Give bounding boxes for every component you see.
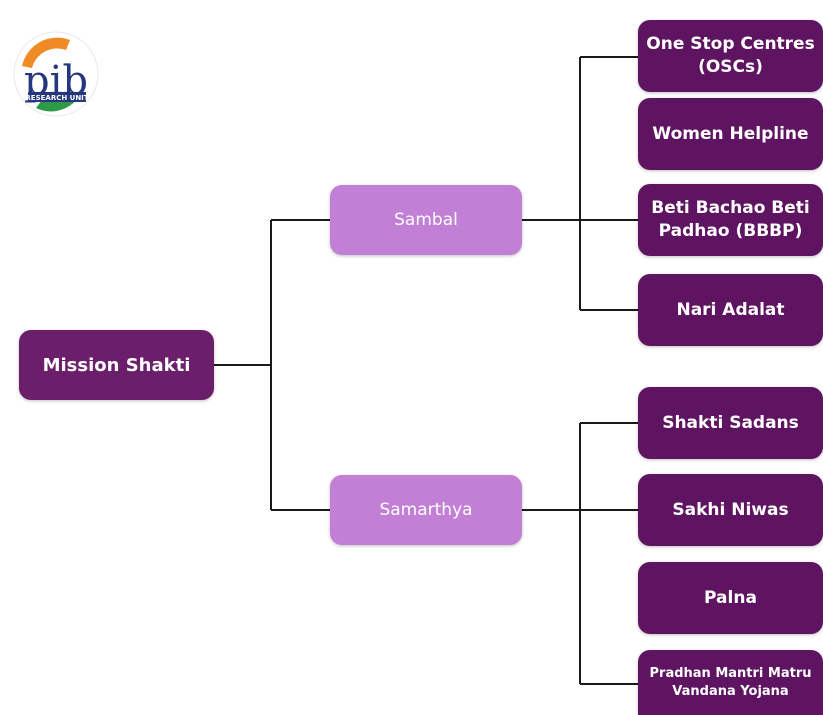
- node-sakhi-niwas: Sakhi Niwas: [638, 474, 823, 546]
- node-label: Sakhi Niwas: [672, 499, 789, 520]
- node-label: Palna: [704, 587, 757, 608]
- node-shakti-sadans: Shakti Sadans: [638, 387, 823, 459]
- node-palna: Palna: [638, 562, 823, 634]
- node-sambal: Sambal: [330, 185, 522, 255]
- svg-text:RESEARCH UNIT: RESEARCH UNIT: [25, 94, 88, 102]
- node-label: Nari Adalat: [676, 299, 785, 320]
- node-one-stop-centres: One Stop Centres (OSCs): [638, 20, 823, 92]
- node-samarthya: Samarthya: [330, 475, 522, 545]
- node-label: Sambal: [394, 210, 458, 230]
- node-label: Pradhan Mantri Matru Vandana Yojana: [649, 665, 812, 699]
- node-label: Samarthya: [379, 500, 473, 520]
- node-label: One Stop Centres (OSCs): [646, 34, 815, 77]
- node-label: Mission Shakti: [42, 354, 191, 376]
- pib-research-unit-logo: pib RESEARCH UNIT: [13, 31, 99, 117]
- node-nari-adalat: Nari Adalat: [638, 274, 823, 346]
- node-label: Women Helpline: [652, 123, 809, 144]
- node-pmmvy: Pradhan Mantri Matru Vandana Yojana: [638, 650, 823, 715]
- node-label: Shakti Sadans: [662, 412, 799, 433]
- node-mission-shakti: Mission Shakti: [19, 330, 214, 400]
- node-beti-bachao-beti-padhao: Beti Bachao Beti Padhao (BBBP): [638, 184, 823, 256]
- node-women-helpline: Women Helpline: [638, 98, 823, 170]
- node-label: Beti Bachao Beti Padhao (BBBP): [651, 198, 810, 241]
